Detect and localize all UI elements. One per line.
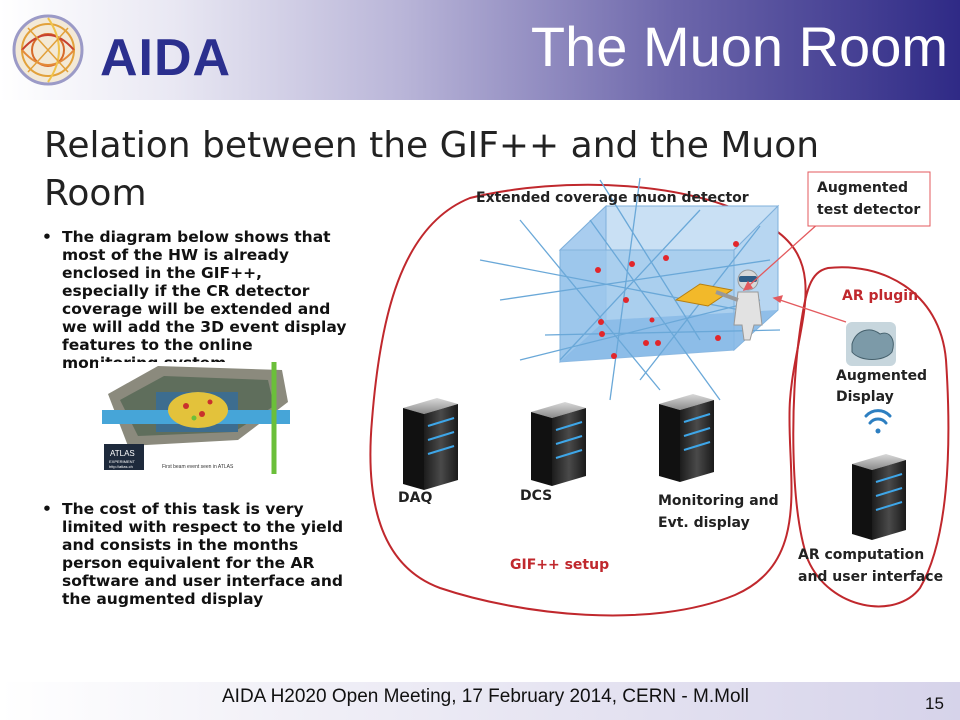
ar-outline bbox=[792, 266, 950, 608]
logo-text: AIDA bbox=[100, 29, 232, 87]
page-number: 15 bbox=[925, 694, 944, 713]
bullet-dot: • bbox=[42, 228, 52, 246]
section-heading: Relation between the GIF++ and the Muon … bbox=[44, 125, 820, 214]
server-label: DAQ bbox=[398, 490, 433, 506]
detector-label: Extended coverage muon detector bbox=[476, 190, 749, 206]
bullet-dot: • bbox=[42, 500, 52, 518]
wifi-icon bbox=[864, 409, 892, 434]
person-with-ar-glasses-icon bbox=[715, 269, 763, 341]
bullet-item: • The diagram below shows that most of t… bbox=[42, 228, 362, 372]
ar-plugin-label: AR plugin bbox=[842, 288, 919, 304]
muon-detector bbox=[479, 177, 781, 401]
aida-emblem-icon bbox=[12, 14, 84, 86]
ar-glasses-icon bbox=[846, 322, 896, 366]
augmented-display-label-2: Display bbox=[836, 389, 894, 405]
server-monitoring-icon bbox=[659, 394, 714, 482]
gif-setup-label: GIF++ setup bbox=[510, 557, 610, 573]
atlas-logo-text: ATLAS bbox=[110, 449, 135, 458]
server-label: and user interface bbox=[798, 569, 944, 585]
bullet-text: The cost of this task is very limited wi… bbox=[62, 500, 344, 608]
footer-bar bbox=[0, 682, 960, 720]
server-label: Monitoring and bbox=[658, 493, 779, 509]
title-bar: AIDA The Muon Room bbox=[0, 0, 960, 100]
atlas-sub-text: EXPERIMENT bbox=[109, 459, 136, 464]
server-label: Evt. display bbox=[658, 515, 750, 531]
bullet-item: • The cost of this task is very limited … bbox=[42, 500, 362, 610]
server-dcs-icon bbox=[531, 402, 586, 486]
augmented-test-detector-label-2: test detector bbox=[817, 202, 921, 218]
atlas-caption: First beam event seen in ATLAS bbox=[162, 464, 234, 470]
server-label: AR computation bbox=[798, 547, 925, 563]
bullet-text: The diagram below shows that most of the… bbox=[62, 228, 347, 372]
server-ar-icon bbox=[852, 454, 906, 540]
aida-logo: AIDA bbox=[8, 10, 258, 90]
atlas-url-text: http://atlas.ch bbox=[109, 464, 133, 469]
augmented-display-label-1: Augmented bbox=[836, 368, 928, 384]
atlas-event-image: ATLAS EXPERIMENT http://atlas.ch First b… bbox=[98, 362, 294, 474]
footer-text: AIDA H2020 Open Meeting, 17 February 201… bbox=[222, 686, 749, 707]
augmented-test-detector-label-1: Augmented bbox=[817, 180, 909, 196]
slide-title: The Muon Room bbox=[530, 15, 948, 78]
server-label: DCS bbox=[520, 488, 553, 504]
server-daq-icon bbox=[403, 398, 458, 490]
